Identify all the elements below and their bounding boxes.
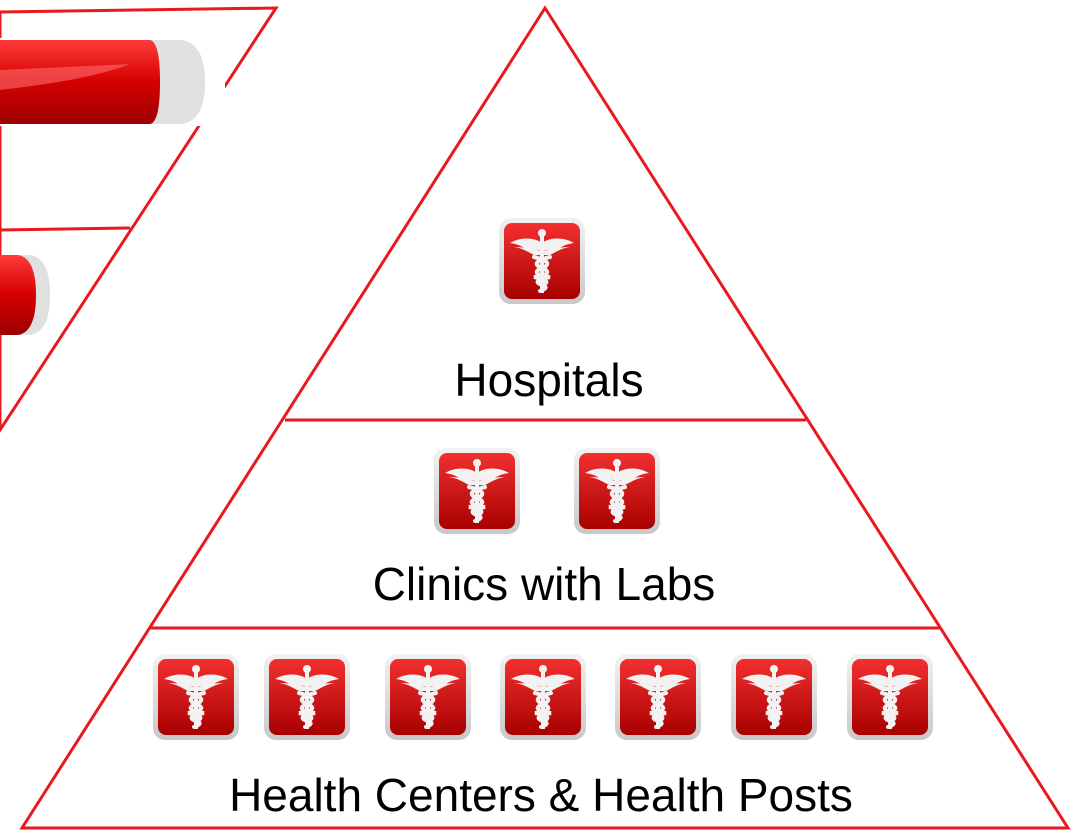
caduceus-icon <box>573 447 661 535</box>
caduceus-icon <box>730 653 818 741</box>
caduceus-icon <box>384 653 472 741</box>
caduceus-icon <box>263 653 351 741</box>
tier-hospitals: Hospitals <box>454 217 644 406</box>
tier-label-hospitals: Hospitals <box>454 354 643 406</box>
pyramid <box>19 5 1071 830</box>
caduceus-icon <box>152 653 240 741</box>
caduceus-icon <box>499 653 587 741</box>
background-partial-panel <box>0 6 279 433</box>
caduceus-icon <box>846 653 934 741</box>
caduceus-icon <box>614 653 702 741</box>
caduceus-icon <box>433 447 521 535</box>
tier-clinics-with-labs: Clinics with Labs <box>373 447 716 610</box>
tier-health-centers: Health Centers & Health Posts <box>152 653 934 821</box>
caduceus-icon <box>498 217 586 305</box>
red-bar-decoration <box>0 38 225 126</box>
tier-label-health-centers: Health Centers & Health Posts <box>229 769 853 821</box>
pyramid-outline <box>19 5 1071 830</box>
tier-label-clinics-with-labs: Clinics with Labs <box>373 558 716 610</box>
red-pill-decoration <box>0 255 50 335</box>
